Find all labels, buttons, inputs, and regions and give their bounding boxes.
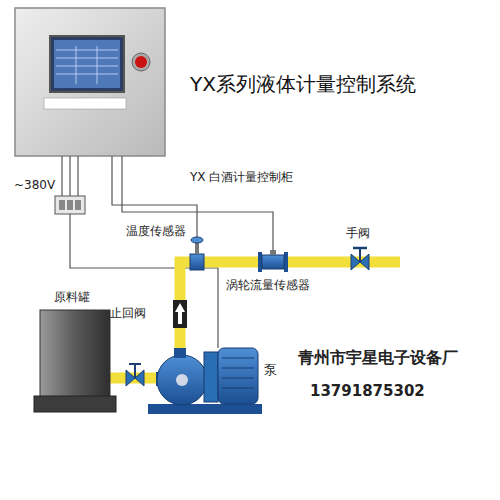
pump <box>148 348 262 414</box>
raw-material-tank <box>34 310 116 412</box>
turbine-flow-sensor <box>258 250 288 272</box>
sensor-label: 涡轮流量传感器 <box>226 278 310 292</box>
sensor-label: 温度传感器 <box>126 224 186 238</box>
phone-number: 13791875302 <box>310 382 425 400</box>
pump-label: 泵 <box>264 362 277 378</box>
control-cabinet <box>15 8 165 156</box>
tank-label: 原料罐 <box>54 290 90 304</box>
cabinet-label: YX 白酒计量控制柜 <box>190 170 293 184</box>
company-name: 青州市宇星电子设备厂 <box>298 348 458 367</box>
valve-label: 止回阀 <box>110 306 146 320</box>
voltage-label: ~380V <box>14 178 55 192</box>
inlet-valve <box>126 364 144 386</box>
valve-label: 手阀 <box>346 226 370 240</box>
hand-valve <box>351 248 369 270</box>
power-switch <box>55 196 85 214</box>
check-valve <box>173 300 187 328</box>
temperature-sensor <box>190 237 204 270</box>
diagram-title: YX系列液体计量控制系统 <box>190 72 416 96</box>
